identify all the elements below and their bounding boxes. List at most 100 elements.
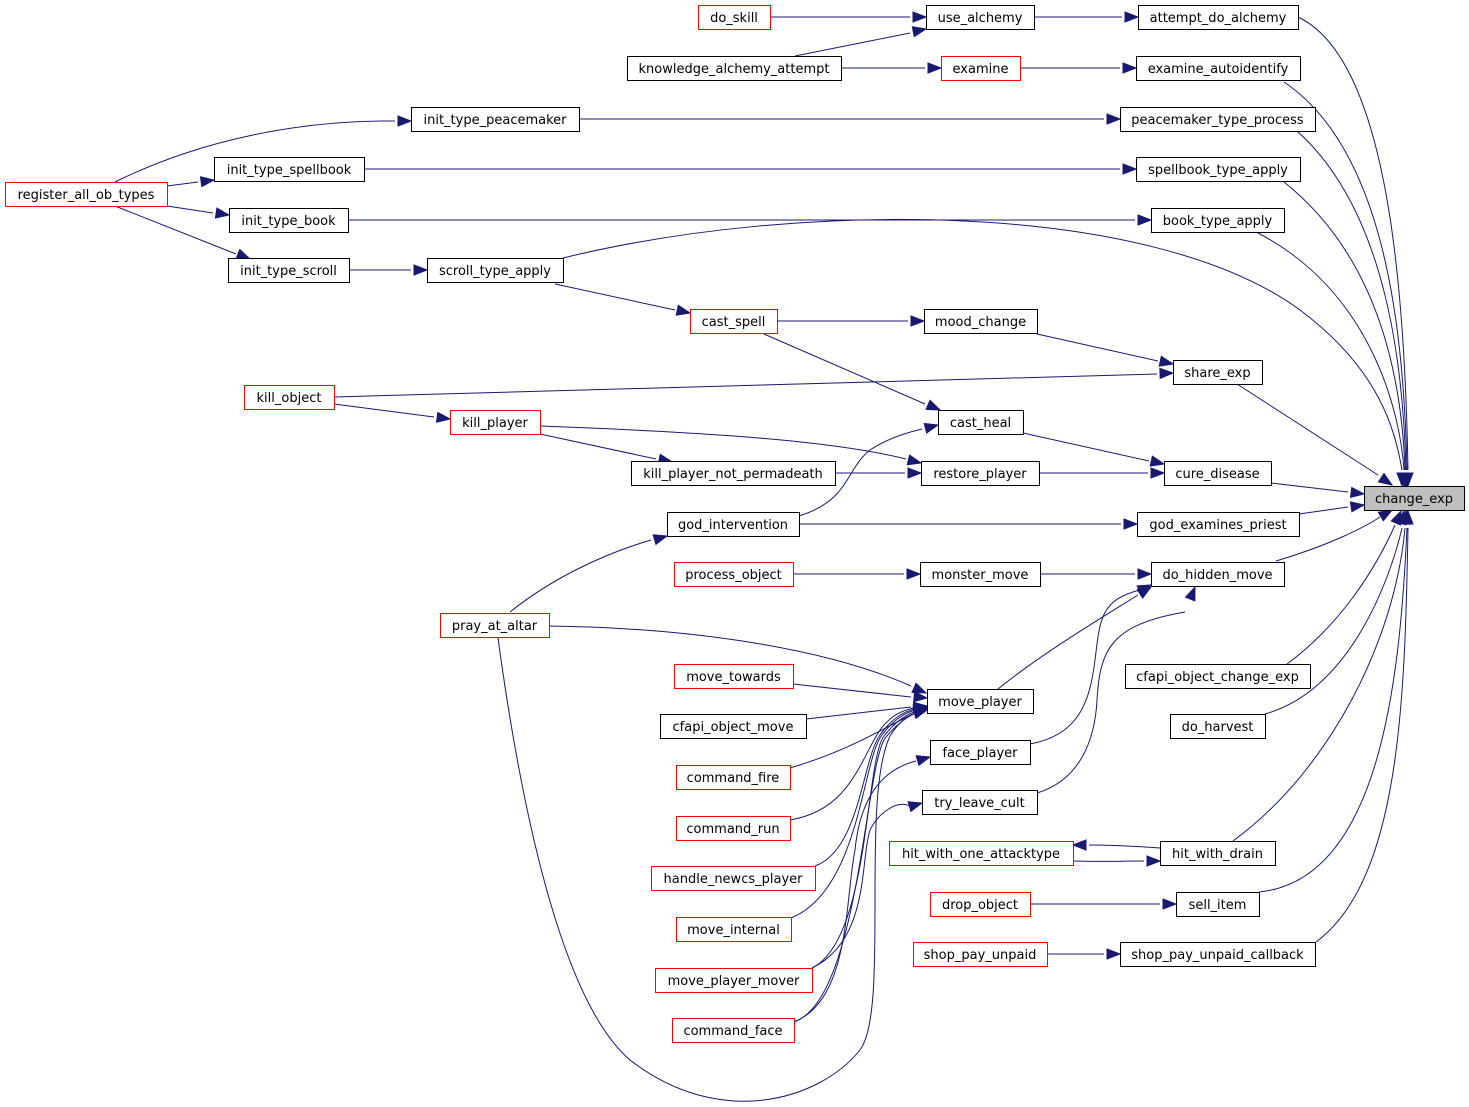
arrowhead xyxy=(1122,62,1138,74)
call-edge xyxy=(1283,81,1413,488)
node-label: kill_player xyxy=(462,416,528,431)
call-edge xyxy=(770,11,928,23)
node-cast-spell[interactable]: cast_spell xyxy=(690,309,778,334)
arrowhead xyxy=(907,467,923,479)
node-box xyxy=(922,790,1038,815)
node-label: init_type_spellbook xyxy=(227,163,352,178)
node-monster-move[interactable]: monster_move xyxy=(920,562,1041,587)
call-edge xyxy=(835,467,923,479)
arrowhead xyxy=(1071,839,1087,851)
node-kill-object[interactable]: kill_object xyxy=(244,385,335,410)
arrowhead xyxy=(214,207,231,219)
call-edge xyxy=(548,625,928,694)
node-drop-object[interactable]: drop_object xyxy=(930,892,1031,917)
node-kill-player[interactable]: kill_player xyxy=(450,410,541,435)
call-edge xyxy=(1286,509,1402,665)
arrowhead xyxy=(1137,568,1153,580)
node-label: scroll_type_apply xyxy=(439,264,551,279)
node-command-face[interactable]: command_face xyxy=(672,1018,795,1043)
node-label: change_exp xyxy=(1375,492,1453,507)
call-edge xyxy=(562,218,1408,488)
node-move-player-mover[interactable]: move_player_mover xyxy=(655,968,813,993)
node-label: init_type_peacemaker xyxy=(424,113,568,128)
node-share-exp[interactable]: share_exp xyxy=(1173,360,1263,385)
node-use-alchemy[interactable]: use_alchemy xyxy=(926,5,1035,30)
arrowhead xyxy=(906,454,923,466)
node-hit-with-one-attacktype[interactable]: hit_with_one_attacktype xyxy=(889,841,1074,866)
node-move-towards[interactable]: move_towards xyxy=(674,664,794,689)
node-cfapi-object-move[interactable]: cfapi_object_move xyxy=(660,714,807,739)
arrowhead xyxy=(1184,585,1196,602)
node-do-skill[interactable]: do_skill xyxy=(698,5,771,30)
node-box xyxy=(1151,562,1285,587)
node-label: god_examines_priest xyxy=(1149,518,1286,533)
arrowhead xyxy=(1106,948,1122,960)
node-label: move_towards xyxy=(686,670,781,685)
call-edge xyxy=(1039,467,1166,479)
node-face-player[interactable]: face_player xyxy=(930,740,1031,765)
arrowhead xyxy=(923,422,940,434)
node-label: peacemaker_type_process xyxy=(1131,113,1304,128)
node-examine-autoidentify[interactable]: examine_autoidentify xyxy=(1136,56,1301,81)
node-label: hit_with_drain xyxy=(1172,847,1263,862)
arrowhead xyxy=(1124,11,1140,23)
node-label: do_hidden_move xyxy=(1162,568,1272,583)
node-init-type-peacemaker[interactable]: init_type_peacemaker xyxy=(411,107,580,132)
node-box xyxy=(214,157,365,182)
node-mood-change[interactable]: mood_change xyxy=(924,309,1038,334)
node-restore-player[interactable]: restore_player xyxy=(921,461,1040,486)
node-do-hidden-move[interactable]: do_hidden_move xyxy=(1151,562,1285,587)
call-edge xyxy=(811,801,924,969)
node-god-examines-priest[interactable]: god_examines_priest xyxy=(1137,512,1300,537)
node-cfapi-object-change-exp[interactable]: cfapi_object_change_exp xyxy=(1125,664,1311,689)
node-change-exp[interactable]: change_exp xyxy=(1364,486,1465,511)
node-process-object[interactable]: process_object xyxy=(674,562,794,587)
node-scroll-type-apply[interactable]: scroll_type_apply xyxy=(427,258,564,283)
node-move-player[interactable]: move_player xyxy=(927,689,1034,714)
call-edge xyxy=(792,683,929,703)
node-god-intervention[interactable]: god_intervention xyxy=(667,512,800,537)
arrowhead xyxy=(912,11,928,23)
node-hit-with-drain[interactable]: hit_with_drain xyxy=(1160,841,1276,866)
node-init-type-scroll[interactable]: init_type_scroll xyxy=(228,258,350,283)
node-command-run[interactable]: command_run xyxy=(676,816,791,841)
node-label: move_internal xyxy=(687,923,780,938)
node-register-all-ob-types[interactable]: register_all_ob_types xyxy=(5,182,168,207)
node-box xyxy=(427,258,564,283)
node-book-type-apply[interactable]: book_type_apply xyxy=(1151,208,1285,233)
node-sell-item[interactable]: sell_item xyxy=(1176,892,1260,917)
node-command-fire[interactable]: command_fire xyxy=(676,765,791,790)
node-kill-player-not-permadeath[interactable]: kill_player_not_permadeath xyxy=(631,461,836,486)
node-pray-at-altar[interactable]: pray_at_altar xyxy=(440,613,550,638)
node-move-internal[interactable]: move_internal xyxy=(676,917,792,942)
node-label: init_type_scroll xyxy=(240,264,337,279)
node-init-type-book[interactable]: init_type_book xyxy=(229,208,349,233)
node-attempt-do-alchemy[interactable]: attempt_do_alchemy xyxy=(1138,5,1299,30)
call-edge xyxy=(333,367,1175,398)
node-box xyxy=(631,461,836,486)
call-edge xyxy=(1036,333,1175,367)
node-box xyxy=(1138,5,1299,30)
node-peacemaker-type-process[interactable]: peacemaker_type_process xyxy=(1120,107,1316,132)
node-init-type-spellbook[interactable]: init_type_spellbook xyxy=(214,157,365,182)
call-edge xyxy=(1071,839,1161,851)
node-cast-heal[interactable]: cast_heal xyxy=(938,410,1024,435)
node-shop-pay-unpaid[interactable]: shop_pay_unpaid xyxy=(913,942,1048,967)
node-label: cfapi_object_change_exp xyxy=(1136,670,1299,685)
call-edge xyxy=(811,706,929,969)
call-edge xyxy=(1297,16,1414,488)
node-box xyxy=(5,182,168,207)
node-cure-disease[interactable]: cure_disease xyxy=(1164,461,1272,486)
node-shop-pay-unpaid-callback[interactable]: shop_pay_unpaid_callback xyxy=(1120,942,1316,967)
node-handle-newcs-player[interactable]: handle_newcs_player xyxy=(651,866,816,891)
call-edge xyxy=(793,568,922,580)
call-edge xyxy=(1275,509,1394,562)
node-box xyxy=(676,765,791,790)
node-do-harvest[interactable]: do_harvest xyxy=(1170,714,1266,739)
node-knowledge-alchemy-attempt[interactable]: knowledge_alchemy_attempt xyxy=(627,56,842,81)
node-try-leave-cult[interactable]: try_leave_cult xyxy=(922,790,1038,815)
node-box xyxy=(440,613,550,638)
node-spellbook-type-apply[interactable]: spellbook_type_apply xyxy=(1136,157,1301,182)
arrowhead xyxy=(1106,113,1122,125)
node-examine[interactable]: examine xyxy=(941,56,1021,81)
